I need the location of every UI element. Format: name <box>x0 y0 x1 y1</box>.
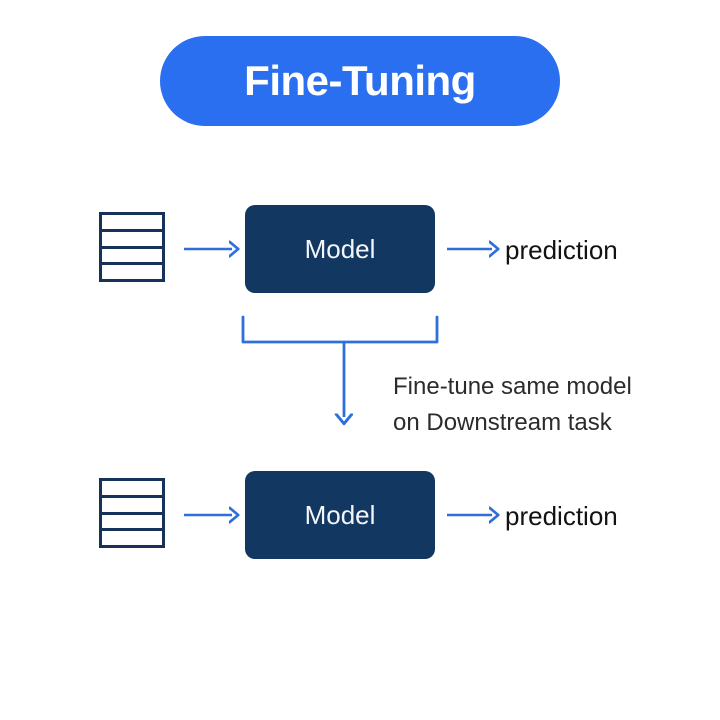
input-data-table-icon-top <box>99 212 165 282</box>
prediction-label-top: prediction <box>505 235 618 265</box>
table-row <box>102 498 162 515</box>
page-title: Fine-Tuning <box>244 57 476 104</box>
table-row <box>102 481 162 498</box>
table-row <box>102 531 162 545</box>
prediction-label-bottom: prediction <box>505 501 618 531</box>
table-row <box>102 232 162 249</box>
bracket-connector <box>241 315 439 344</box>
table-row <box>102 215 162 232</box>
title-pill: Fine-Tuning <box>160 36 560 126</box>
table-row <box>102 515 162 532</box>
model-box-label: Model <box>304 233 376 264</box>
model-box-bottom: Model <box>245 471 435 559</box>
table-row <box>102 249 162 266</box>
input-data-table-icon-bottom <box>99 478 165 548</box>
model-box-label: Model <box>304 499 376 530</box>
table-row <box>102 265 162 279</box>
finetune-annotation-line1: Fine-tune same model <box>393 373 632 400</box>
model-box-top: Model <box>245 205 435 293</box>
finetune-annotation-line2: on Downstream task <box>393 409 612 436</box>
